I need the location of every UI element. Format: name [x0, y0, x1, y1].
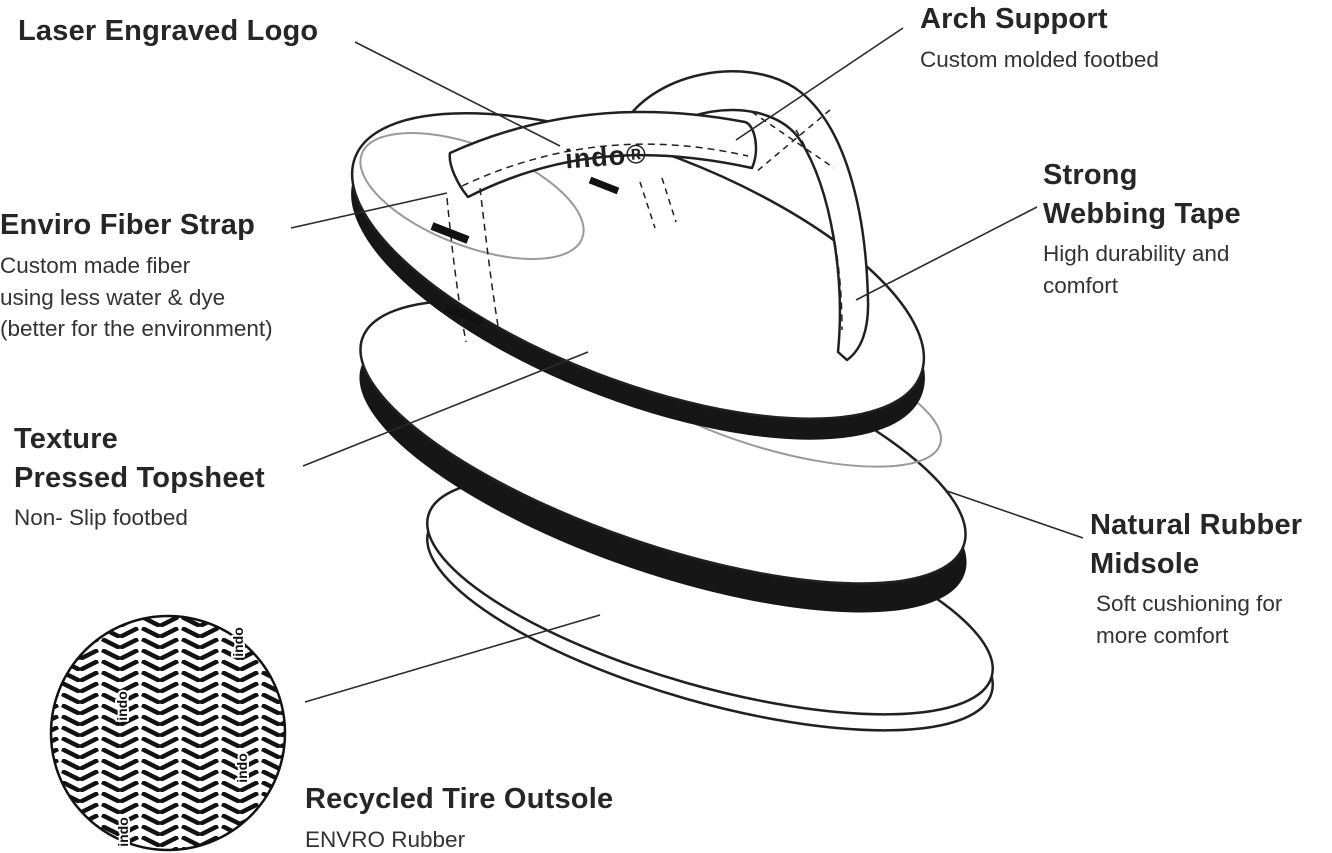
callout-webbing-tape-title: Strong Webbing Tape	[1043, 159, 1241, 230]
callout-topsheet: Texture Pressed Topsheet Non- Slip footb…	[14, 420, 265, 534]
callout-midsole-title: Natural Rubber Midsole	[1090, 509, 1303, 580]
callout-arch-support: Arch Support Custom molded footbed	[920, 0, 1159, 76]
footbed-layer	[350, 112, 926, 440]
stitch-bar-lower	[444, 304, 484, 326]
callout-outsole-desc: ENVRO Rubber	[305, 826, 466, 852]
callout-enviro-strap: Enviro Fiber Strap Custom made fiber usi…	[0, 206, 273, 345]
strap-junction-cross-stitch	[751, 109, 835, 173]
stitch-bar-upper	[430, 222, 470, 244]
brand-logo-text: indo®	[564, 139, 648, 175]
callout-arch-support-title: Arch Support	[920, 3, 1108, 35]
callout-webbing-tape: Strong Webbing Tape High durability and …	[1043, 156, 1241, 302]
callout-topsheet-desc: Non- Slip footbed	[14, 505, 188, 531]
callout-midsole-desc: Soft cushioning for more comfort	[1096, 591, 1283, 649]
leader-lines	[290, 27, 1084, 703]
tread-brand-mark: indo	[114, 691, 130, 721]
strap-assembly: indo®	[430, 70, 870, 362]
strap-stitch-line-front	[461, 143, 749, 187]
tread-brand-mark: indo	[230, 627, 246, 657]
leader-laser-logo	[354, 41, 561, 147]
callout-midsole: Natural Rubber Midsole Soft cushioning f…	[1090, 506, 1302, 652]
strap-front-band	[448, 110, 758, 199]
callout-arch-support-desc: Custom molded footbed	[920, 46, 1159, 72]
callout-topsheet-title: Texture Pressed Topsheet	[14, 423, 265, 494]
callout-outsole: Recycled Tire Outsole ENVRO Rubber	[305, 780, 613, 853]
callout-enviro-strap-title: Enviro Fiber Strap	[0, 209, 255, 241]
callout-outsole-title: Recycled Tire Outsole	[305, 783, 614, 815]
tread-swatch: indo indo indo indo	[49, 614, 287, 852]
tread-swatch-circle	[49, 614, 287, 852]
tread-brand-mark: indo	[234, 753, 250, 783]
leader-outsole	[304, 614, 601, 703]
stitch-bar-toe	[588, 176, 620, 195]
strap-anchor-hidden-lines	[446, 187, 500, 343]
callout-webbing-tape-desc: High durability and comfort	[1043, 241, 1230, 299]
callout-laser-logo: Laser Engraved Logo	[18, 12, 318, 51]
strap-rear-loop	[618, 70, 870, 362]
strap-stitch-line-rear	[795, 129, 843, 331]
callout-enviro-strap-desc: Custom made fiber using less water & dye…	[0, 252, 273, 342]
leader-webbing-tape	[855, 206, 1038, 301]
toe-post-hidden-lines	[639, 177, 677, 229]
leader-midsole	[946, 490, 1084, 539]
callout-laser-logo-title: Laser Engraved Logo	[18, 15, 319, 47]
leader-arch-support	[735, 27, 904, 141]
footbed-top-face	[350, 112, 926, 420]
tread-brand-mark: indo	[115, 817, 131, 847]
leader-topsheet	[302, 351, 589, 467]
leader-enviro-strap	[290, 192, 448, 229]
